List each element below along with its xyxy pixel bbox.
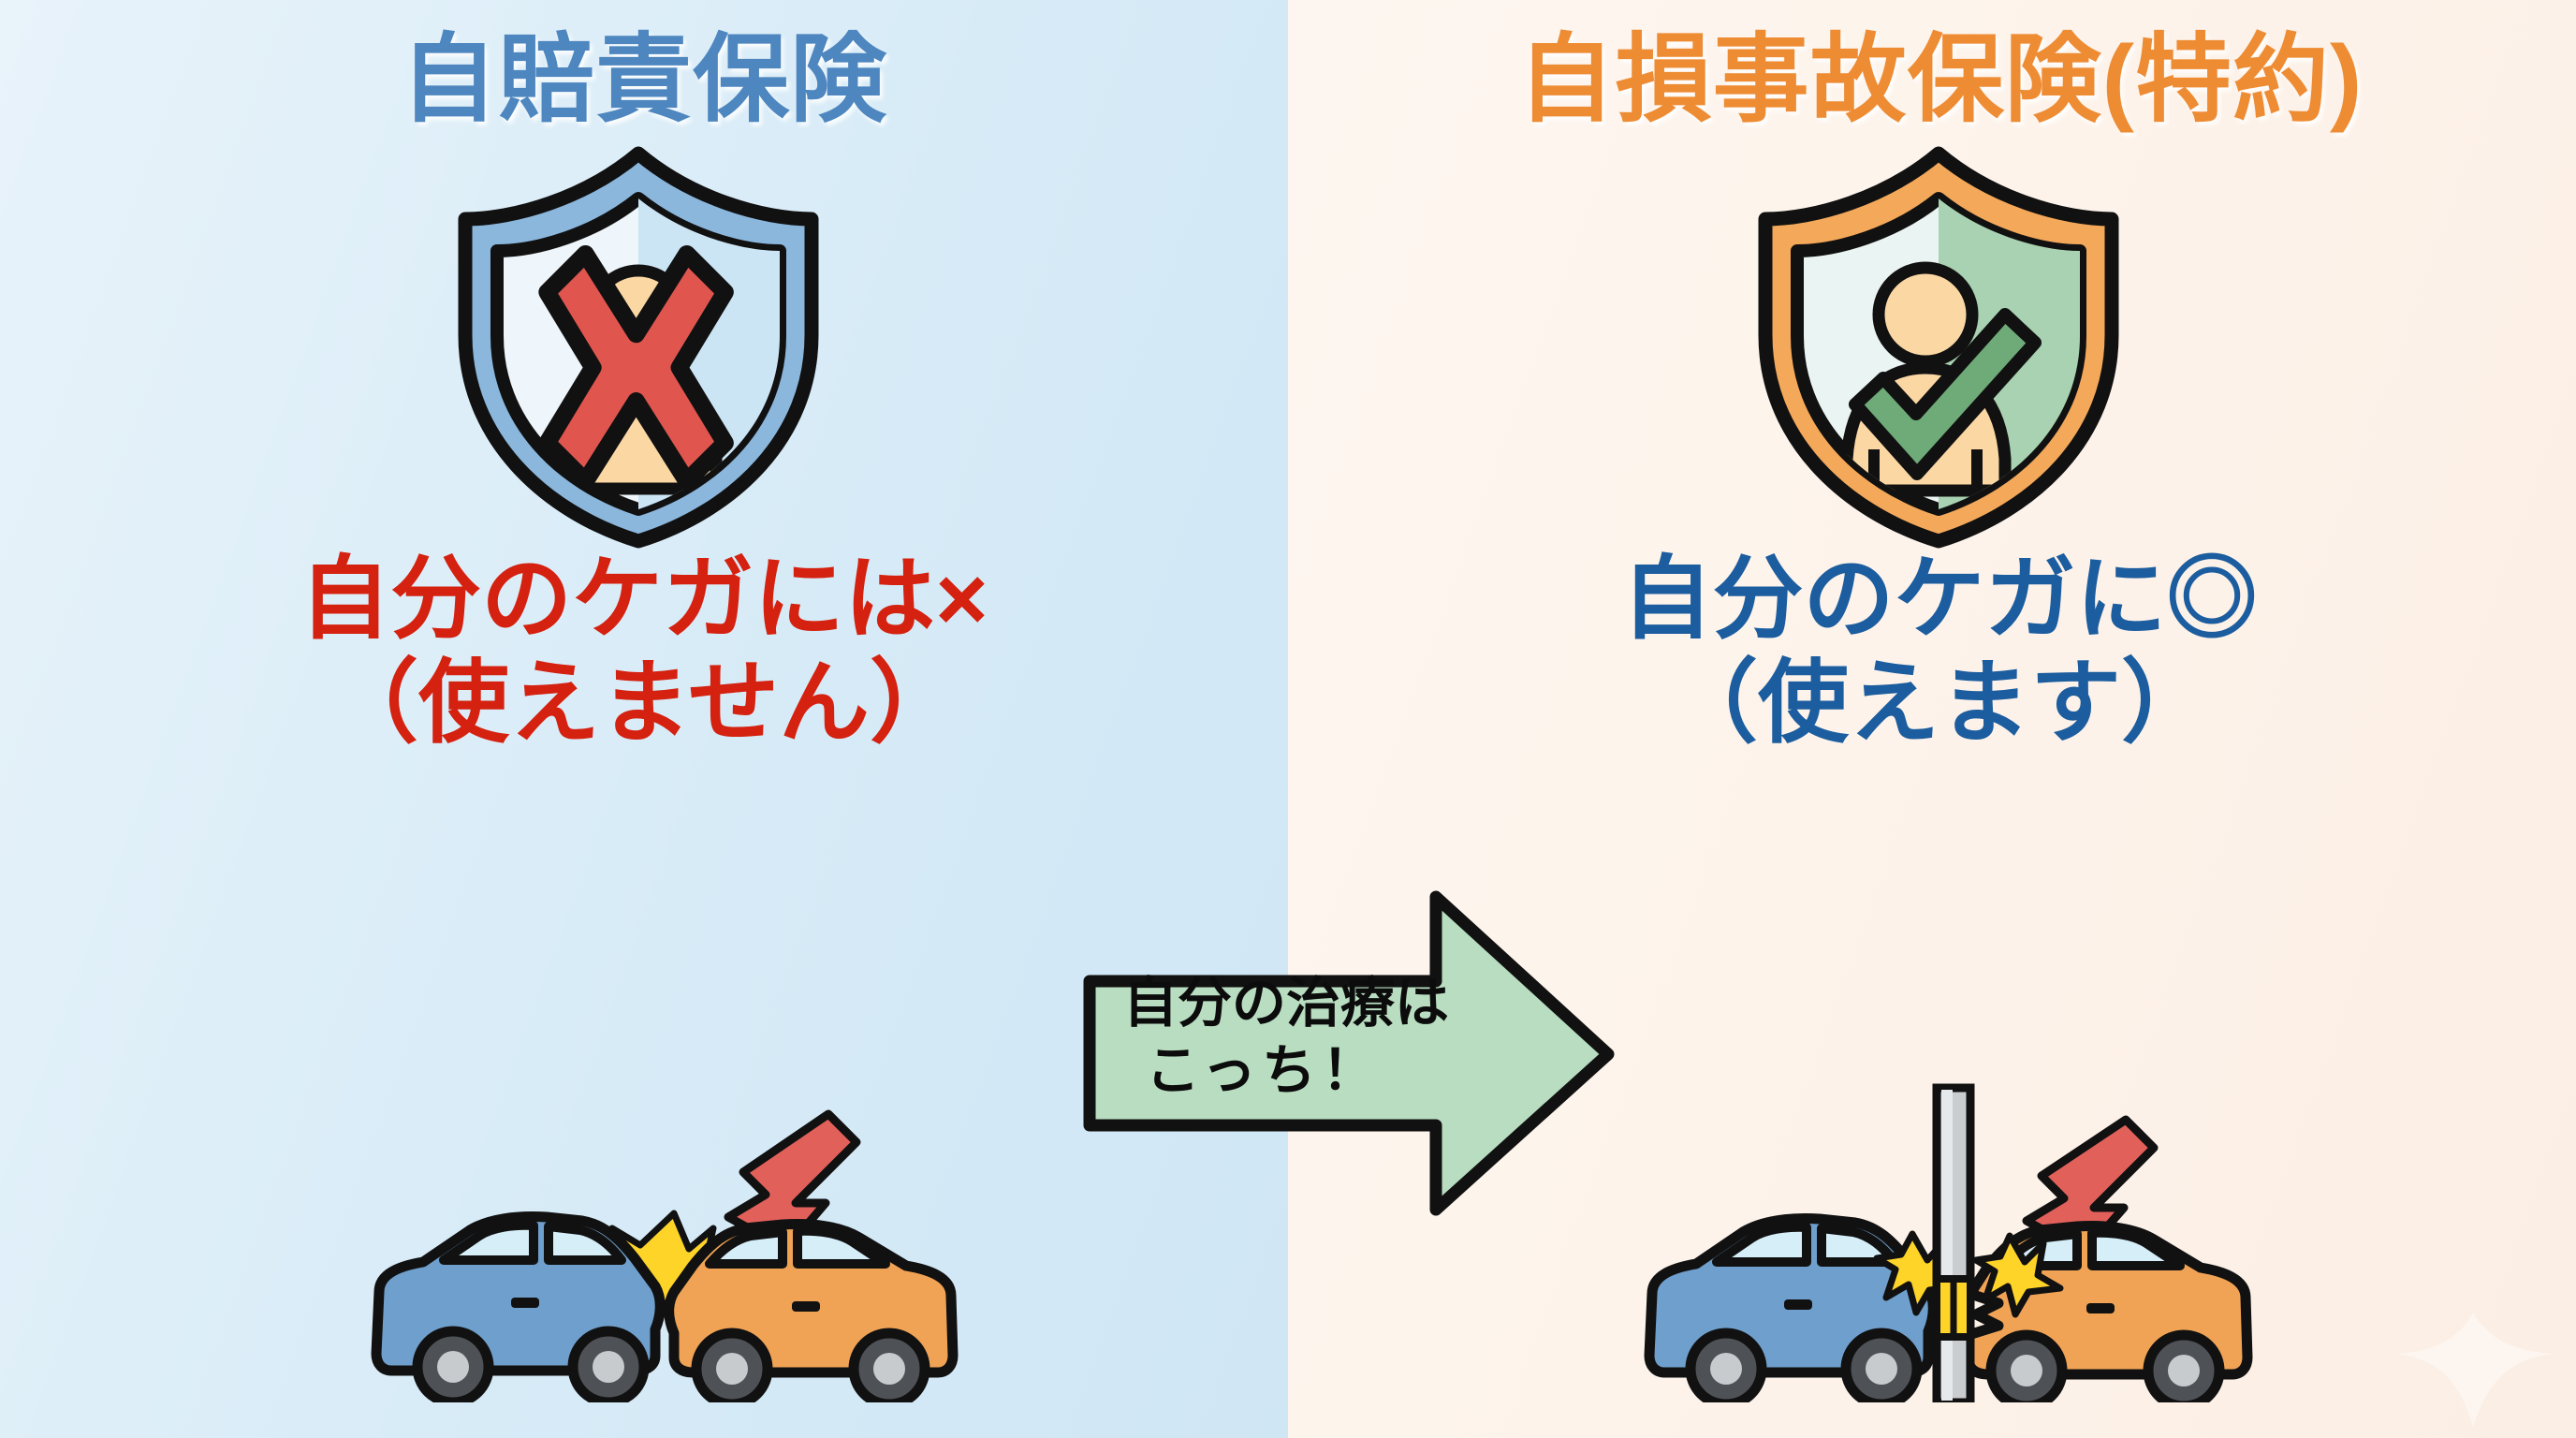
two-car-collision-icon: [371, 1109, 959, 1402]
white-diamond-sparkle-icon: [2400, 1313, 2555, 1427]
center-transition-arrow: 自分の治療は こっち！: [1078, 880, 1621, 1225]
right-panel-title: 自損事故保険(特約): [1517, 25, 2364, 133]
right-statement-line-2: （使えます）: [1667, 651, 2212, 754]
car-hits-pole-icon: [1644, 1083, 2253, 1402]
right-arrow-banner-icon: [1083, 890, 1615, 1216]
left-shield-graphic: [0, 140, 1288, 552]
left-crash-illustration: [0, 1075, 1288, 1402]
right-shield-graphic: [1288, 140, 2576, 552]
right-statement: 自分のケガに◎ （使えます）: [1288, 548, 2576, 755]
right-statement-line-1: 自分のケガに◎: [1621, 548, 2258, 650]
left-statement: 自分のケガには× （使えません）: [0, 548, 1288, 755]
left-statement-line-2: （使えません）: [327, 651, 961, 754]
blue-car: [371, 1211, 666, 1402]
panel-jibaiseki: 自賠責保険: [0, 0, 1288, 1438]
left-statement-line-1: 自分のケガには×: [300, 548, 988, 650]
orange-car: [664, 1219, 959, 1402]
shield-person-checked-icon: [1758, 146, 2118, 549]
right-crash-illustration: [1288, 1075, 2576, 1402]
gray-utility-pole: [1932, 1083, 1975, 1402]
blue-car: [1644, 1213, 1939, 1402]
left-panel-title: 自賠責保険: [401, 25, 887, 133]
green-check-icon: [1848, 308, 2042, 480]
shield-person-crossed-out-icon: [458, 146, 818, 549]
panel-jison-jiko: 自損事故保険(特約): [1288, 0, 2576, 1438]
